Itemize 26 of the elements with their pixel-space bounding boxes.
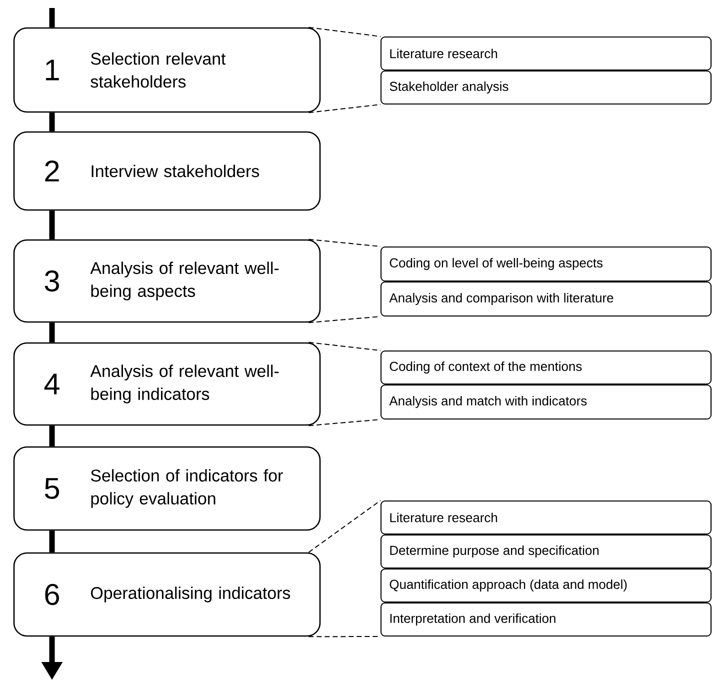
spine-line xyxy=(49,210,55,240)
spine-line xyxy=(49,530,55,552)
step-box: 1 Selection relevant stakeholders xyxy=(13,27,321,113)
step-box: 5 Selection of indicators for policy evaluation xyxy=(13,446,321,531)
spine-line xyxy=(49,426,55,446)
substep-box: Literature research xyxy=(380,500,712,534)
connector-line xyxy=(308,500,381,553)
substep-box: Coding on level of well-being aspects xyxy=(380,246,712,282)
step-box: 2 Interview stakeholders xyxy=(13,131,321,211)
spine-line xyxy=(49,322,55,342)
substep-box: Determine purpose and specification xyxy=(380,534,712,568)
connector-line xyxy=(308,26,381,37)
spine-line xyxy=(49,112,55,132)
substep-box: Coding of context of the mentions xyxy=(380,350,712,384)
step-box: 6 Operationalising indicators xyxy=(13,552,321,637)
substep-box: Analysis and comparison with literature xyxy=(380,282,712,316)
step-box: 4 Analysis of relevant well-being indicators xyxy=(13,342,321,426)
connector-line xyxy=(308,342,381,351)
spine-line xyxy=(49,8,55,28)
step-box: 3 Analysis of relevant well-being aspects xyxy=(13,239,321,323)
connector-line xyxy=(308,104,381,114)
substep-box: Analysis and match with indicators xyxy=(380,384,712,420)
substep-box: Stakeholder analysis xyxy=(380,70,712,104)
substep-box: Quantification approach (data and model) xyxy=(380,568,712,602)
substep-box: Literature research xyxy=(380,36,712,70)
substep-box: Interpretation and verification xyxy=(380,602,712,636)
